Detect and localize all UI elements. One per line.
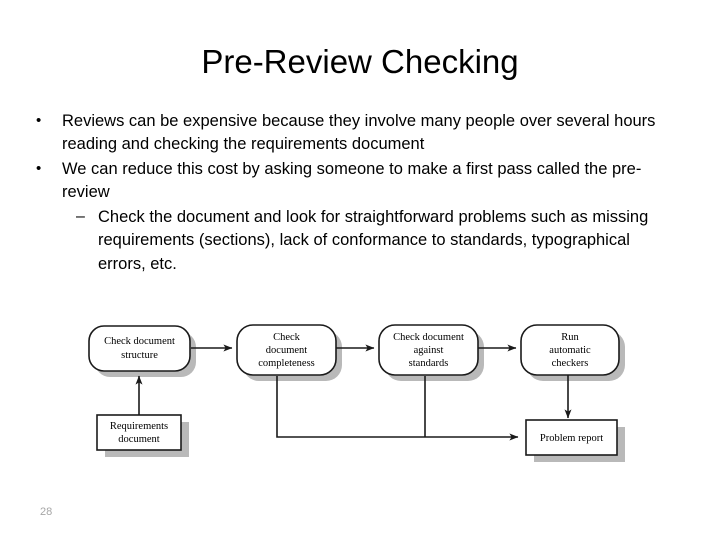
node-label-line: Check [273, 332, 301, 343]
process-flow-diagram: Check document structure Check document … [0, 300, 720, 490]
node-label-line: Check document [393, 332, 464, 343]
node-check-document-structure: Check document structure [88, 325, 191, 372]
node-label-line: against [414, 345, 444, 356]
node-label-line: Problem report [540, 433, 603, 444]
node-label-line: Requirements [110, 421, 168, 432]
node-label-line: automatic [549, 345, 591, 356]
bullet-list: • Reviews can be expensive because they … [36, 110, 684, 277]
page-title: Pre-Review Checking [201, 43, 519, 80]
list-item: • Reviews can be expensive because they … [36, 110, 684, 157]
node-label-line: Run [561, 332, 579, 343]
list-item: – Check the document and look for straig… [36, 206, 684, 276]
bullet-marker: • [36, 112, 42, 129]
bullet-text: Reviews can be expensive because they in… [62, 112, 656, 154]
node-label-line: completeness [258, 358, 315, 369]
node-requirements-document: Requirements document [96, 414, 182, 451]
list-item: • We can reduce this cost by asking some… [36, 158, 684, 205]
bullet-text: We can reduce this cost by asking someon… [62, 159, 642, 202]
node-label-line: document [118, 434, 159, 445]
node-check-document-completeness: Check document completeness [236, 324, 337, 376]
bullet-text: Check the document and look for straight… [98, 207, 649, 273]
bullet-marker: • [36, 159, 42, 177]
node-label-line: structure [121, 350, 158, 361]
page-number: 28 [40, 506, 53, 518]
node-label-line: checkers [552, 358, 589, 369]
node-label-line: Check document [104, 336, 175, 347]
node-label-line: standards [409, 358, 449, 369]
node-problem-report: Problem report [525, 419, 618, 456]
node-label-line: document [266, 345, 307, 356]
node-run-automatic-checkers: Run automatic checkers [520, 324, 620, 376]
edge-completeness-to-report [276, 376, 519, 441]
node-check-document-against-standards: Check document against standards [378, 324, 479, 376]
connectors [135, 344, 572, 441]
bullet-marker: – [76, 207, 85, 225]
